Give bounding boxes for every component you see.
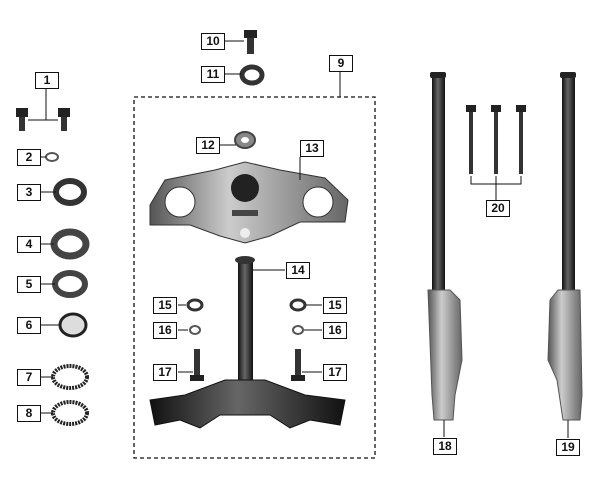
callout-6: 6 xyxy=(17,317,41,334)
part-2-washer xyxy=(45,152,59,162)
part-15-washer-left xyxy=(186,298,204,312)
callout-2: 2 xyxy=(17,149,41,166)
callout-20: 20 xyxy=(486,200,510,217)
part-8-bearing xyxy=(51,400,89,426)
callout-18: 18 xyxy=(433,438,457,455)
callout-8: 8 xyxy=(17,405,41,422)
part-16-washer-left xyxy=(189,325,201,335)
callout-10: 10 xyxy=(201,33,225,50)
part-4-race xyxy=(50,228,90,260)
part-19-fork-leg xyxy=(547,72,583,421)
part-20-bolts xyxy=(466,105,526,200)
part-5-race xyxy=(52,270,88,298)
callout-16-right: 16 xyxy=(323,322,347,339)
part-7-bearing xyxy=(51,364,89,390)
callout-13: 13 xyxy=(300,140,324,157)
part-11-nut xyxy=(239,64,265,86)
part-6-race xyxy=(58,312,88,338)
callout-15-left: 15 xyxy=(153,297,177,314)
callout-1: 1 xyxy=(35,72,59,89)
callout-7: 7 xyxy=(17,369,41,386)
callout-5: 5 xyxy=(17,276,41,293)
callout-17-left: 17 xyxy=(153,364,177,381)
part-14-steering-stem xyxy=(149,256,346,429)
part-17-bolts xyxy=(190,349,305,381)
callout-16-left: 16 xyxy=(153,322,177,339)
part-18-fork-leg xyxy=(427,72,463,421)
part-3-seal xyxy=(53,178,87,206)
callout-11: 11 xyxy=(201,66,225,83)
callout-19: 19 xyxy=(556,439,580,456)
callout-17-right: 17 xyxy=(323,364,347,381)
part-16-washer-right xyxy=(292,325,304,335)
part-15-washer-right xyxy=(289,298,307,312)
part-10-bolt xyxy=(244,30,257,54)
callout-9: 9 xyxy=(329,55,353,72)
callout-4: 4 xyxy=(17,236,41,253)
callout-14: 14 xyxy=(286,262,310,279)
callout-12: 12 xyxy=(196,137,220,154)
callout-3: 3 xyxy=(17,184,41,201)
part-1-bolts xyxy=(16,88,70,131)
assembly-boundary xyxy=(133,96,376,459)
part-13-upper-triple-clamp xyxy=(149,161,349,244)
callout-15-right: 15 xyxy=(323,297,347,314)
